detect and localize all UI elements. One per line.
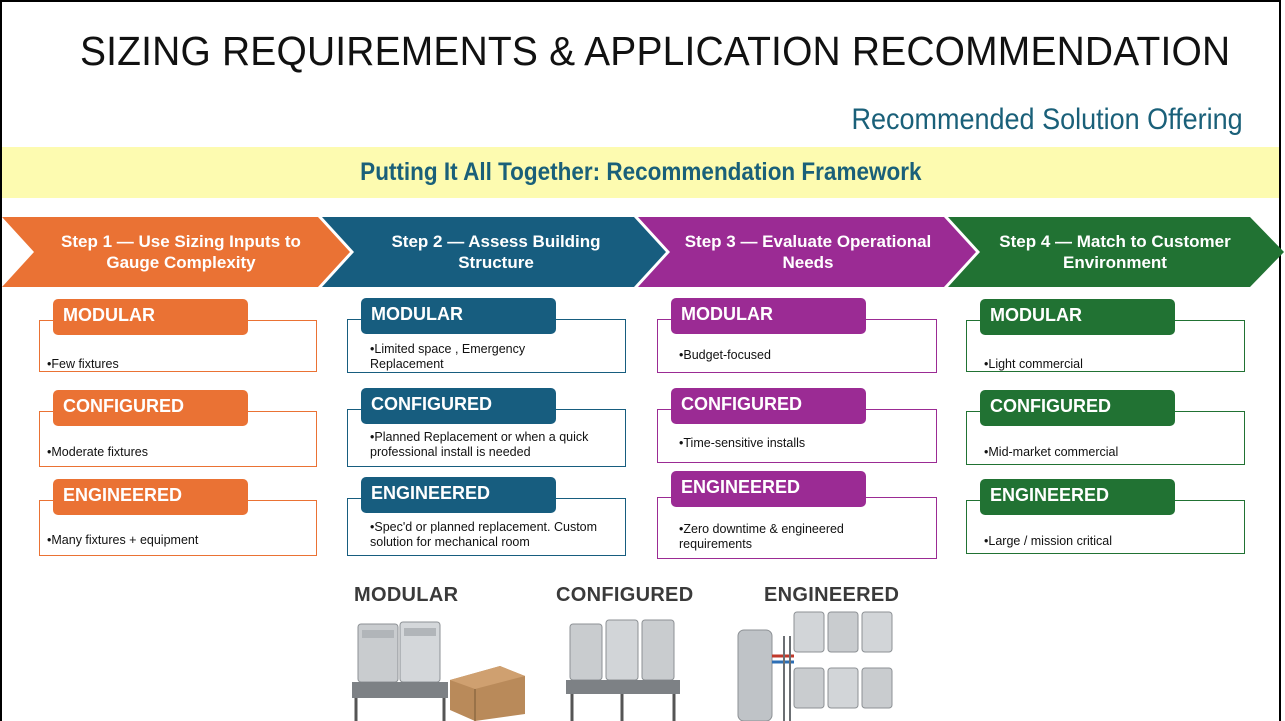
step-2-configured-text: •Planned Replacement or when a quick pro… (370, 430, 589, 459)
step-1-engineered-text: •Many fixtures + equipment (47, 533, 199, 547)
step-2-modular-text: •Limited space , Emergency Replacement (370, 342, 526, 371)
step-1-configured-label: CONFIGURED (53, 390, 248, 426)
step-2-modular-label: MODULAR (361, 298, 556, 334)
step-4-engineered-text: •Large / mission critical (984, 534, 1113, 548)
modular-water-heater-rack-image (352, 621, 525, 721)
step-1-modular-label: MODULAR (53, 299, 248, 335)
step-3-configured-label: CONFIGURED (671, 388, 866, 424)
product-modular-label: MODULAR (354, 584, 459, 606)
step-2-label: Step 2 — Assess Building Structure (391, 232, 601, 272)
step-3-chevron (638, 217, 976, 287)
framework-banner-text: Putting It All Together: Recommendation … (359, 158, 922, 186)
framework-banner: Putting It All Together: Recommendation … (2, 147, 1279, 198)
step-1-chevron (2, 217, 350, 287)
product-configured-label: CONFIGURED (556, 584, 694, 606)
step-1-engineered-label: ENGINEERED (53, 479, 248, 515)
step-4-label: Step 4 — Match to Customer Environment (999, 232, 1231, 272)
engineered-water-heater-system-image (737, 611, 893, 721)
step-4-configured-label: CONFIGURED (980, 390, 1175, 426)
step-4-configured-text: •Mid-market commercial (984, 445, 1119, 459)
step-4-modular-text: •Light commercial (984, 357, 1083, 371)
step-1-configured-text: •Moderate fixtures (47, 445, 148, 459)
step-2-engineered-text: •Spec'd or planned replacement. Custom s… (370, 520, 598, 549)
page-subtitle: Recommended Solution Offering (851, 103, 1243, 136)
step-chevrons (2, 217, 1284, 287)
page-title: SIZING REQUIREMENTS & APPLICATION RECOMM… (80, 28, 1231, 74)
step-3-label: Step 3 — Evaluate Operational Needs (684, 232, 932, 272)
step-3-modular-label: MODULAR (671, 298, 866, 334)
step-4-chevron (948, 217, 1284, 287)
step-2-configured-label: CONFIGURED (361, 388, 556, 424)
configured-water-heater-rack-image (566, 619, 680, 721)
product-engineered-label: ENGINEERED (764, 584, 900, 606)
step-1-label: Step 1 — Use Sizing Inputs to Gauge Comp… (61, 232, 301, 272)
step-3-configured-text: •Time-sensitive installs (679, 436, 806, 450)
step-1-modular-text: •Few fixtures (47, 357, 119, 371)
step-3-engineered-label: ENGINEERED (671, 471, 866, 507)
step-4-engineered-label: ENGINEERED (980, 479, 1175, 515)
step-3-modular-text: •Budget-focused (679, 348, 771, 362)
step-4-modular-label: MODULAR (980, 299, 1175, 335)
step-2-engineered-label: ENGINEERED (361, 477, 556, 513)
step-2-chevron (322, 217, 666, 287)
step-3-engineered-text: •Zero downtime & engineered requirements (679, 522, 844, 551)
